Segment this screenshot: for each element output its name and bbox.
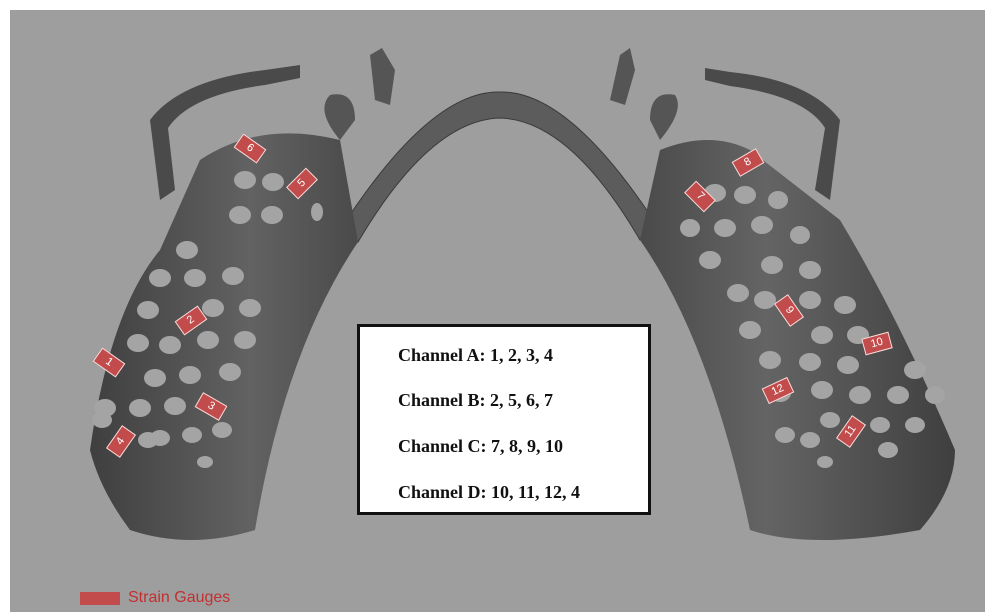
- channel-a-label: Channel A: 1, 2, 3, 4: [398, 345, 553, 366]
- arch-bar: [340, 92, 660, 242]
- rest-left-1: [370, 48, 395, 105]
- channel-d-label: Channel D: 10, 11, 12, 4: [398, 482, 580, 503]
- rest-left-2: [324, 94, 355, 140]
- rest-right-2: [650, 94, 678, 140]
- channel-c-label: Channel C: 7, 8, 9, 10: [398, 436, 563, 457]
- saddle-right: [640, 140, 955, 540]
- rest-right-1: [610, 48, 635, 105]
- channel-assignment-box: Channel A: 1, 2, 3, 4 Channel B: 2, 5, 6…: [357, 324, 651, 515]
- channel-b-label: Channel B: 2, 5, 6, 7: [398, 390, 553, 411]
- diagram-canvas: 1 2 3 4 5 6 7 8 9 10 11 12 Channel A: 1,…: [10, 10, 985, 612]
- legend-swatch: [80, 592, 120, 605]
- denture-frame-illustration: [10, 10, 985, 612]
- legend-label: Strain Gauges: [128, 589, 230, 607]
